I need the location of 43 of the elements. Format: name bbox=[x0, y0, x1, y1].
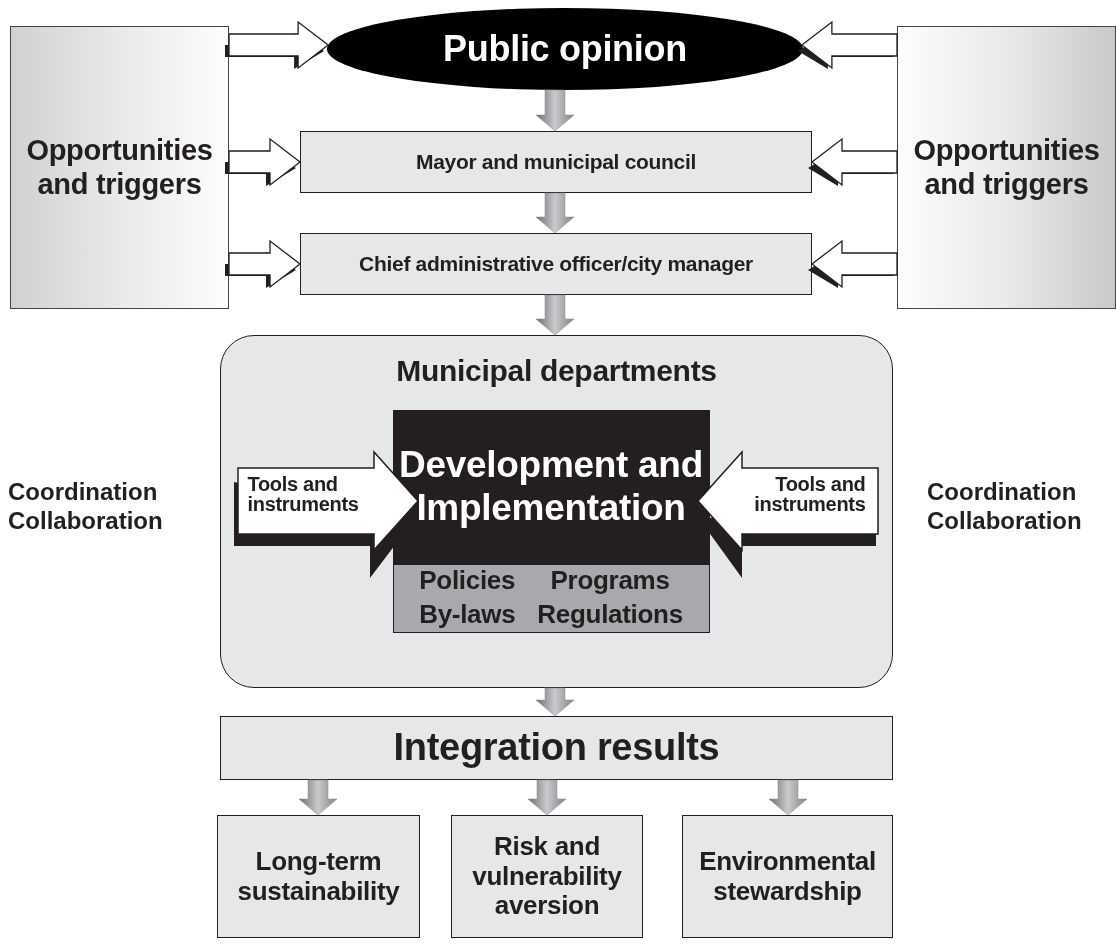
arrow bbox=[298, 779, 338, 816]
arrow bbox=[535, 192, 575, 234]
process-box bbox=[300, 131, 812, 193]
output-label: Policies bbox=[419, 566, 516, 596]
node-label: Public opinion bbox=[443, 28, 687, 70]
node-label: Opportunities and triggers bbox=[912, 134, 1101, 201]
block-arrow bbox=[808, 239, 898, 289]
arrow bbox=[535, 89, 575, 132]
block-arrow bbox=[225, 239, 302, 289]
source-box bbox=[10, 26, 229, 309]
node-label: Development and Implementation bbox=[398, 444, 704, 530]
arrow bbox=[768, 779, 808, 816]
ellipse-node bbox=[327, 8, 803, 90]
node-label: Tools and instruments bbox=[753, 473, 866, 514]
block-arrow bbox=[225, 137, 302, 187]
result-box bbox=[220, 716, 893, 780]
process-box bbox=[300, 233, 812, 295]
outcome-box bbox=[217, 815, 420, 938]
node-label: Municipal departments bbox=[396, 354, 717, 389]
node-label: Opportunities and triggers bbox=[25, 134, 214, 201]
arrow bbox=[527, 779, 567, 816]
outcome-box bbox=[682, 815, 893, 938]
node-label: Environmental stewardship bbox=[698, 846, 877, 907]
node-label: Mayor and municipal council bbox=[415, 149, 697, 175]
output-label: Programs bbox=[549, 566, 671, 596]
output-label: By-laws bbox=[419, 600, 516, 630]
block-arrow bbox=[808, 137, 898, 187]
side-note: Coordination Collaboration bbox=[8, 478, 164, 536]
side-note: Coordination Collaboration bbox=[927, 478, 1083, 536]
node-label: Chief administrative officer/city manager bbox=[359, 251, 753, 277]
source-box bbox=[897, 26, 1116, 309]
outcome-box bbox=[451, 815, 643, 938]
output-box bbox=[392, 564, 710, 633]
arrow bbox=[535, 294, 575, 336]
output-label: Regulations bbox=[537, 600, 683, 630]
group-box bbox=[220, 335, 893, 688]
block-arrow bbox=[797, 20, 898, 70]
node-label: Integration results bbox=[393, 726, 720, 770]
arrow bbox=[535, 687, 575, 717]
node-label: Risk and vulnerability aversion bbox=[471, 831, 623, 922]
node-label: Tools and instruments bbox=[247, 473, 360, 514]
node-label: Long-term sustainability bbox=[236, 846, 401, 907]
block-arrow bbox=[225, 20, 330, 70]
